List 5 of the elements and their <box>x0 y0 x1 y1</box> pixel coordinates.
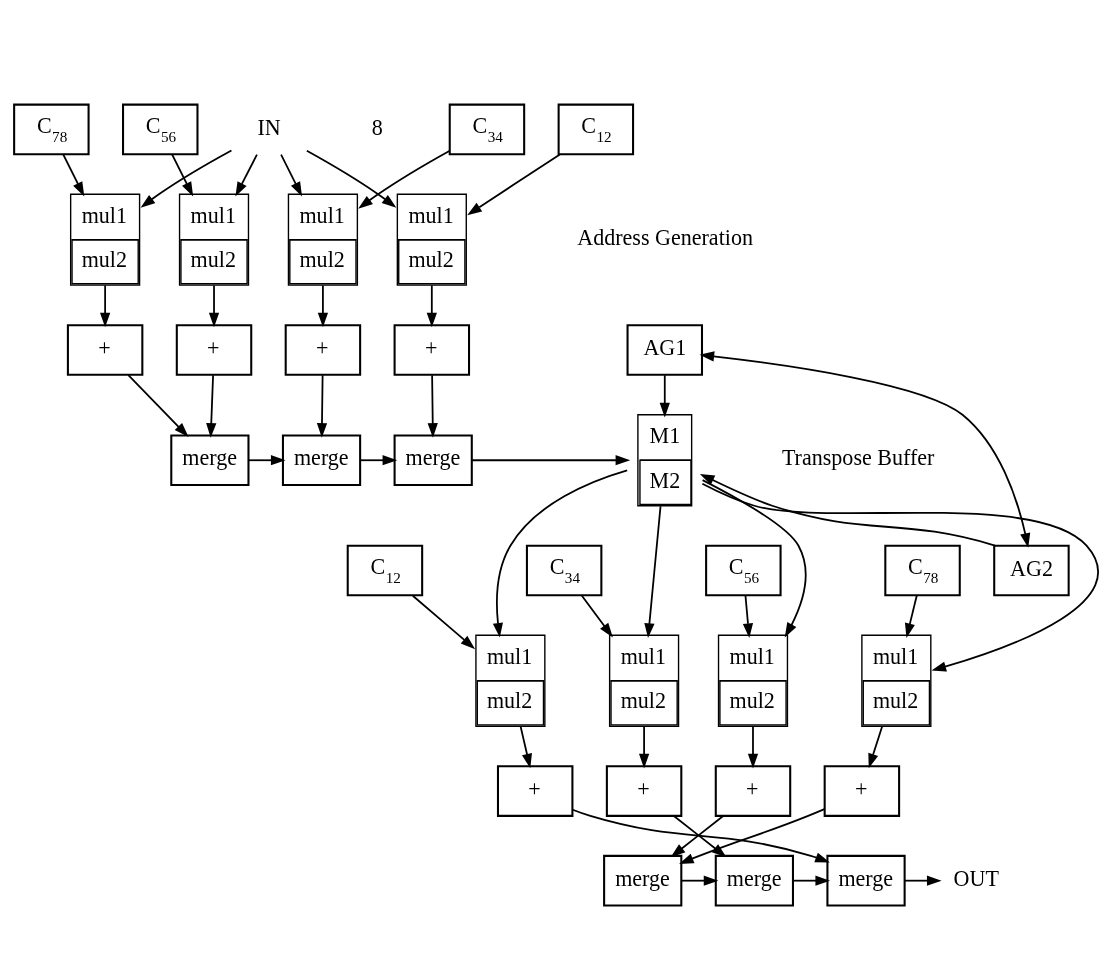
label: 8 <box>371 114 383 140</box>
node-label: Transpose Buffer <box>781 445 935 471</box>
label: Address Generation <box>577 224 753 250</box>
node-text: OUT <box>953 865 999 891</box>
node-text: IN <box>257 114 281 140</box>
